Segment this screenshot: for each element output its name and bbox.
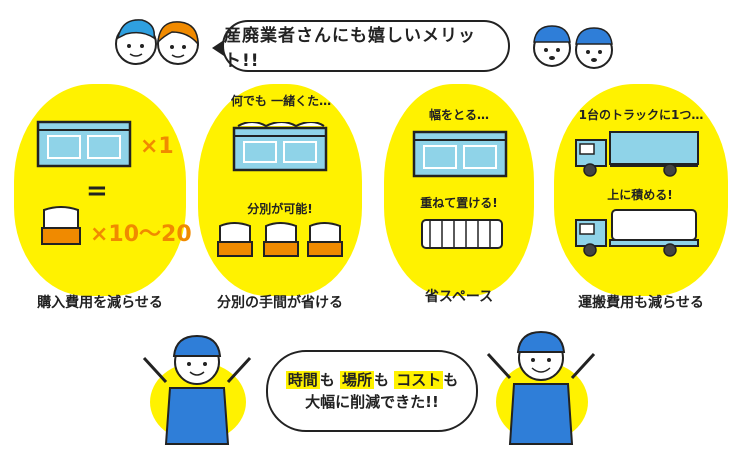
multiplier-range: ×10〜20	[90, 222, 192, 247]
footer-cost: コスト	[394, 370, 444, 389]
panel-caption-space: 省スペース	[424, 289, 494, 305]
stacked-bags-icon	[421, 219, 503, 249]
footer-speech-bubble: 時間も 場所も コストも 大幅に削減できた!!	[266, 350, 478, 432]
header-title: 産廃業者さんにも嬉しいメリット!!	[224, 26, 476, 71]
large-container-icon	[36, 120, 132, 168]
panel-space-saving	[384, 84, 534, 296]
panel-sorting	[198, 84, 362, 296]
mixed-container-icon	[232, 122, 328, 172]
truck-stacked-bags-icon	[575, 209, 699, 257]
panel-note-stackable: 重ねて置ける!	[420, 196, 498, 210]
equals-sign: =	[86, 176, 108, 206]
panel-caption-transport: 運搬費用も減らせる	[578, 295, 704, 311]
footer-time: 時間	[285, 370, 320, 389]
worker-right-icon	[486, 330, 596, 445]
panel-note-mixed: 何でも 一緒くた…	[230, 94, 332, 108]
panel-caption-purchase: 購入費用を減らせる	[37, 295, 163, 311]
two-workers-faces-icon	[533, 25, 613, 69]
footer-particle-3: も	[443, 370, 459, 389]
panel-purchase-cost	[14, 84, 186, 296]
footer-place: 場所	[339, 370, 374, 389]
footer-line-1: 時間も 場所も コストも	[285, 369, 459, 392]
panel-caption-sorting: 分別の手間が省ける	[217, 295, 343, 311]
panel-transport-cost	[554, 84, 728, 296]
bulky-container-icon	[412, 130, 508, 178]
footer-particle-2: も	[374, 370, 390, 389]
header-speech-bubble: 産廃業者さんにも嬉しいメリット!!	[212, 20, 510, 72]
sorted-bags-icon	[217, 222, 343, 257]
truck-single-container-icon	[575, 131, 699, 177]
footer-line-2: 大幅に削減できた!!	[305, 393, 439, 411]
worker-left-icon	[142, 334, 252, 445]
multiplier-one: ×1	[140, 134, 174, 159]
two-people-faces-icon	[115, 19, 199, 65]
footer-particle-1: も	[319, 370, 335, 389]
panel-note-takes-space: 幅をとる…	[428, 108, 489, 122]
panel-note-one-per-truck: 1台のトラックに1つ…	[578, 108, 704, 122]
panel-note-sortable: 分別が可能!	[247, 202, 313, 216]
flexible-bag-icon	[41, 206, 81, 245]
panel-note-stack-on-top: 上に積める!	[607, 188, 673, 202]
